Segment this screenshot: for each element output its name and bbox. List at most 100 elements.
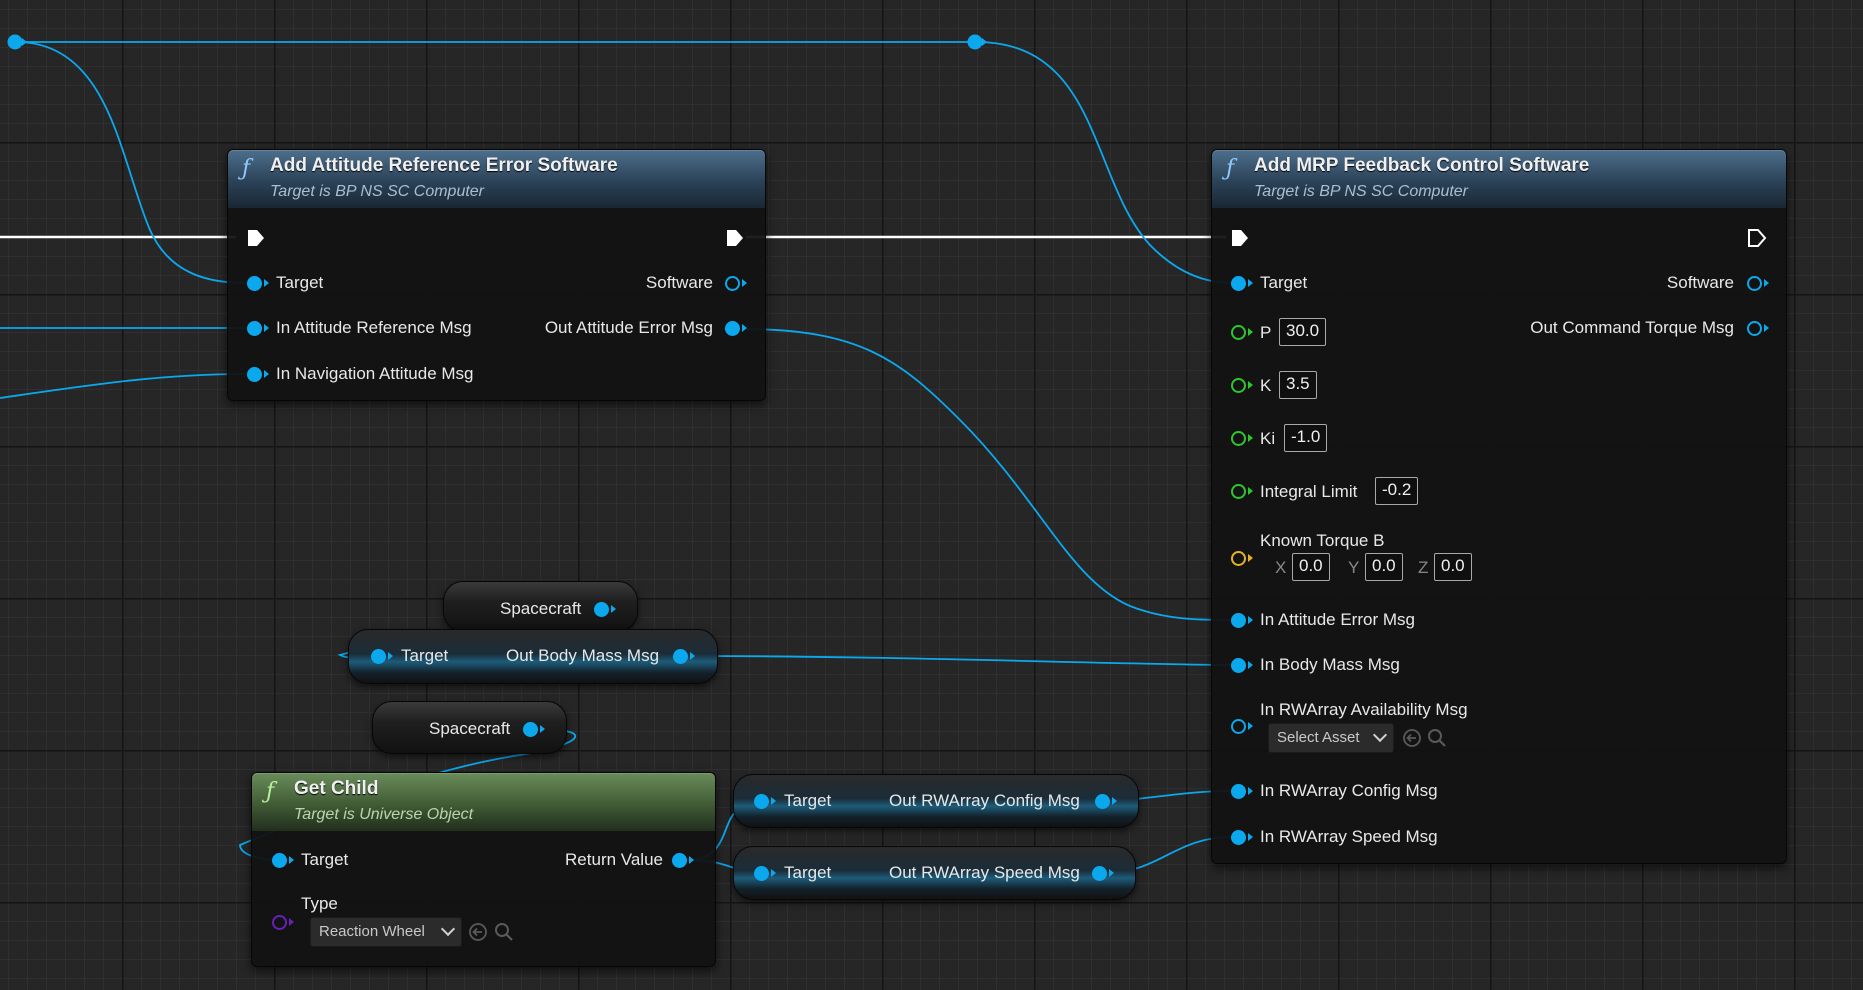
node-subtitle: Target is Universe Object <box>294 806 474 823</box>
software-label: Software <box>645 273 713 292</box>
node-subtitle: Target is BP NS SC Computer <box>1254 183 1469 200</box>
attitude-error-node-header[interactable]: ƒ Add Attitude Reference Error Software … <box>228 150 765 208</box>
out-body-mass-label: Out Body Mass Msg <box>506 646 660 665</box>
z-axis-label: Z <box>1418 558 1429 577</box>
z-value-input[interactable]: 0.0 <box>1434 553 1472 581</box>
integral-limit-label: Integral Limit <box>1260 482 1358 501</box>
chevron-down-icon <box>1372 727 1388 743</box>
integral-limit-pin[interactable] <box>1231 484 1253 499</box>
out-command-torque-label: Out Command Torque Msg <box>1530 318 1734 337</box>
get-child-node-header[interactable]: ƒ Get Child Target is Universe Object <box>252 773 715 831</box>
x-axis-label: X <box>1275 558 1287 577</box>
software-out-pin[interactable] <box>1747 276 1769 291</box>
exec-out-pin[interactable] <box>1747 228 1767 248</box>
function-icon: ƒ <box>1226 156 1235 181</box>
x-value-input[interactable]: 0.0 <box>1292 553 1330 581</box>
k-value-input[interactable]: 3.5 <box>1279 371 1317 399</box>
spacecraft-variable-node-2[interactable]: Spacecraft <box>372 701 567 754</box>
node-subtitle: Target is BP NS SC Computer <box>270 183 485 200</box>
in-body-mass-pin[interactable] <box>1231 658 1253 673</box>
spacecraft-label: Spacecraft <box>500 599 582 618</box>
in-attitude-ref-pin[interactable] <box>247 321 269 336</box>
select-asset-text: Select Asset <box>1277 729 1360 746</box>
exec-in-pin[interactable] <box>246 228 266 248</box>
in-nav-attitude-label: In Navigation Attitude Msg <box>276 364 474 383</box>
mrp-feedback-node-header[interactable]: ƒ Add MRP Feedback Control Software Targ… <box>1212 150 1786 208</box>
body-mass-node[interactable]: Target Out Body Mass Msg <box>348 629 718 684</box>
out-command-torque-pin[interactable] <box>1747 321 1769 336</box>
target-pin[interactable] <box>754 866 776 881</box>
known-torque-pin[interactable] <box>1231 551 1253 566</box>
out-rw-speed-pin[interactable] <box>1092 866 1114 881</box>
target-label: Target <box>301 850 349 869</box>
rw-config-node[interactable]: Target Out RWArray Config Msg <box>733 774 1139 828</box>
in-body-mass-label: In Body Mass Msg <box>1260 655 1400 674</box>
target-label: Target <box>784 791 832 810</box>
wire-body-mass-to-mrp <box>688 655 1233 666</box>
reroute-node-right <box>967 34 983 50</box>
node-title: Add Attitude Reference Error Software <box>270 155 618 176</box>
search-icon[interactable] <box>494 922 514 942</box>
wire-in-nav-attitude <box>0 373 247 399</box>
in-attitude-ref-label: In Attitude Reference Msg <box>276 318 472 337</box>
mrp-feedback-node[interactable]: ƒ Add MRP Feedback Control Software Targ… <box>1211 149 1787 864</box>
p-label: P <box>1260 323 1272 342</box>
browse-asset-icon[interactable] <box>468 922 488 942</box>
node-title: Get Child <box>294 778 379 799</box>
function-icon: ƒ <box>266 779 275 804</box>
function-icon: ƒ <box>242 156 251 181</box>
target-label: Target <box>276 273 324 292</box>
in-rw-speed-label: In RWArray Speed Msg <box>1260 827 1438 846</box>
in-rw-availability-pin[interactable] <box>1231 719 1253 734</box>
y-value-input[interactable]: 0.0 <box>1365 553 1403 581</box>
target-pin[interactable] <box>371 649 393 664</box>
in-nav-attitude-pin[interactable] <box>247 367 269 382</box>
integral-limit-input[interactable]: -0.2 <box>1375 477 1419 505</box>
target-label: Target <box>1260 273 1308 292</box>
select-asset-dropdown[interactable]: Select Asset <box>1268 723 1394 753</box>
search-icon[interactable] <box>1427 728 1447 748</box>
browse-asset-icon[interactable] <box>1402 728 1422 748</box>
spacecraft-variable-node-1[interactable]: Spacecraft <box>443 581 638 632</box>
attitude-error-node[interactable]: ƒ Add Attitude Reference Error Software … <box>227 149 766 401</box>
in-rw-config-pin[interactable] <box>1231 784 1253 799</box>
known-torque-label: Known Torque B <box>1260 531 1385 550</box>
target-pin[interactable] <box>1231 276 1253 291</box>
out-attitude-error-pin[interactable] <box>725 321 747 336</box>
target-pin[interactable] <box>247 276 269 291</box>
wire-error-to-mrp <box>741 328 1233 621</box>
type-dropdown-text: Reaction Wheel <box>319 923 425 940</box>
return-value-label: Return Value <box>565 850 663 869</box>
spacecraft-out-pin[interactable] <box>523 722 545 737</box>
rw-speed-node[interactable]: Target Out RWArray Speed Msg <box>733 846 1136 900</box>
spacecraft-out-pin[interactable] <box>594 602 616 617</box>
software-out-pin[interactable] <box>725 276 747 291</box>
in-rw-availability-label: In RWArray Availability Msg <box>1260 700 1468 719</box>
ki-value-input[interactable]: -1.0 <box>1284 424 1328 452</box>
exec-out-pin[interactable] <box>725 228 745 248</box>
target-pin[interactable] <box>754 794 776 809</box>
y-axis-label: Y <box>1348 558 1360 577</box>
out-body-mass-pin[interactable] <box>673 649 695 664</box>
p-pin[interactable] <box>1231 325 1253 340</box>
chevron-down-icon <box>440 921 456 937</box>
ki-pin[interactable] <box>1231 431 1253 446</box>
out-rw-config-pin[interactable] <box>1095 794 1117 809</box>
k-pin[interactable] <box>1231 378 1253 393</box>
target-pin[interactable] <box>272 853 294 868</box>
target-label: Target <box>784 863 832 882</box>
get-child-node[interactable]: ƒ Get Child Target is Universe Object Ta… <box>251 772 716 967</box>
out-attitude-error-label: Out Attitude Error Msg <box>544 318 713 337</box>
in-attitude-error-pin[interactable] <box>1231 613 1253 628</box>
in-rw-speed-pin[interactable] <box>1231 830 1253 845</box>
node-title: Add MRP Feedback Control Software <box>1254 155 1590 176</box>
exec-in-pin[interactable] <box>1230 228 1250 248</box>
p-value-input[interactable]: 30.0 <box>1279 318 1327 346</box>
return-value-pin[interactable] <box>672 853 694 868</box>
type-label: Type <box>301 894 338 913</box>
wire-top-left-target <box>15 41 247 284</box>
type-dropdown[interactable]: Reaction Wheel <box>310 917 462 947</box>
spacecraft-label: Spacecraft <box>429 719 511 738</box>
type-pin[interactable] <box>272 915 294 930</box>
wire-reroute-to-mrp-target <box>975 41 1233 284</box>
